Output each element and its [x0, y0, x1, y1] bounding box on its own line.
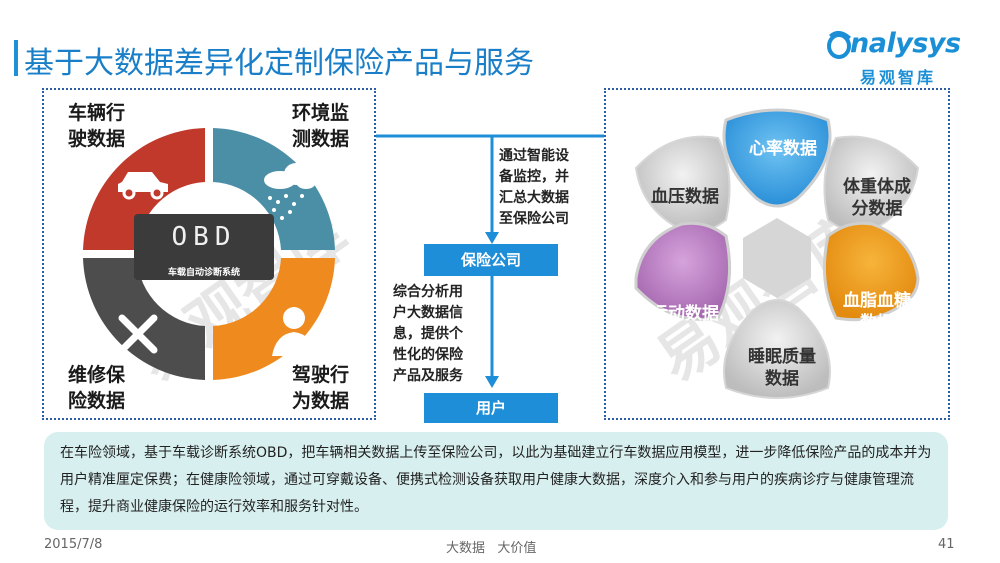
quadrant-maintenance [83, 258, 205, 380]
exercise-label: 运动数据 [651, 304, 719, 324]
summary-box [44, 432, 948, 530]
analysys-logo: nalysys 易观智库 [826, 28, 976, 87]
heart-rate-label: 心率数据 [749, 139, 817, 159]
tools-icon [118, 314, 158, 354]
quadrant-environment [213, 128, 335, 250]
page-number: 41 [938, 537, 955, 552]
page-title: 基于大数据差异化定制保险产品与服务 [24, 46, 534, 81]
car-icon [118, 172, 168, 200]
lipid-sugar-label: 血脂血糖 数据 [843, 291, 911, 333]
car-insurance-panel [42, 88, 376, 420]
driver-icon [272, 307, 316, 356]
sleep-quality-label: 睡眠质量 数据 [748, 347, 816, 389]
flow-step2-text: 综合分析用 户大数据信 息，提供个 性化的保险 产品及服务 [393, 284, 463, 384]
obd-title: OBD [171, 222, 237, 252]
health-petals [634, 108, 920, 399]
label-environment-data: 环境监 测数据 [292, 102, 350, 150]
flow-step1-text: 通过智能设 备监控，并 汇总大数据 至保险公司 [499, 148, 569, 227]
blood-pressure-label: 血压数据 [651, 187, 719, 207]
petal-core [743, 218, 811, 298]
cloud-rain-icon [264, 163, 316, 220]
obd-quadrant-chart [83, 128, 335, 380]
petal-heart [722, 108, 832, 208]
petal-exercise [634, 221, 732, 321]
quadrant-driving [213, 258, 335, 380]
footer-date: 2015/7/8 [44, 537, 103, 552]
label-maintenance-data: 维修保 险数据 [68, 364, 126, 412]
body-weight-label: 体重体成 分数据 [843, 177, 911, 219]
summary-text: 在车险领域，基于车载诊断系统OBD，把车辆相关数据上传至保险公司，以此为基础建立… [60, 445, 932, 515]
logo-a-icon [827, 31, 852, 59]
petal-blood-pressure [634, 135, 731, 233]
logo-sub-text: 易观智库 [860, 68, 937, 87]
petal-sleep [723, 299, 831, 399]
title-accent-bar [14, 40, 18, 76]
footer-slogan: 大数据 大价值 [446, 541, 537, 556]
insurer-box: 保险公司 [424, 244, 558, 276]
label-driving-data: 驾驶行 为数据 [292, 364, 350, 412]
obd-subtitle: 车载自动诊断系统 [167, 268, 240, 278]
obd-center-band [134, 214, 274, 280]
flow-connectors [376, 134, 604, 388]
logo-brand-text: nalysys [850, 28, 961, 59]
user-box: 用户 [424, 393, 558, 423]
label-vehicle-data: 车辆行 驶数据 [68, 102, 126, 150]
petal-lipid-sugar [822, 221, 920, 322]
health-insurance-panel [604, 88, 950, 420]
